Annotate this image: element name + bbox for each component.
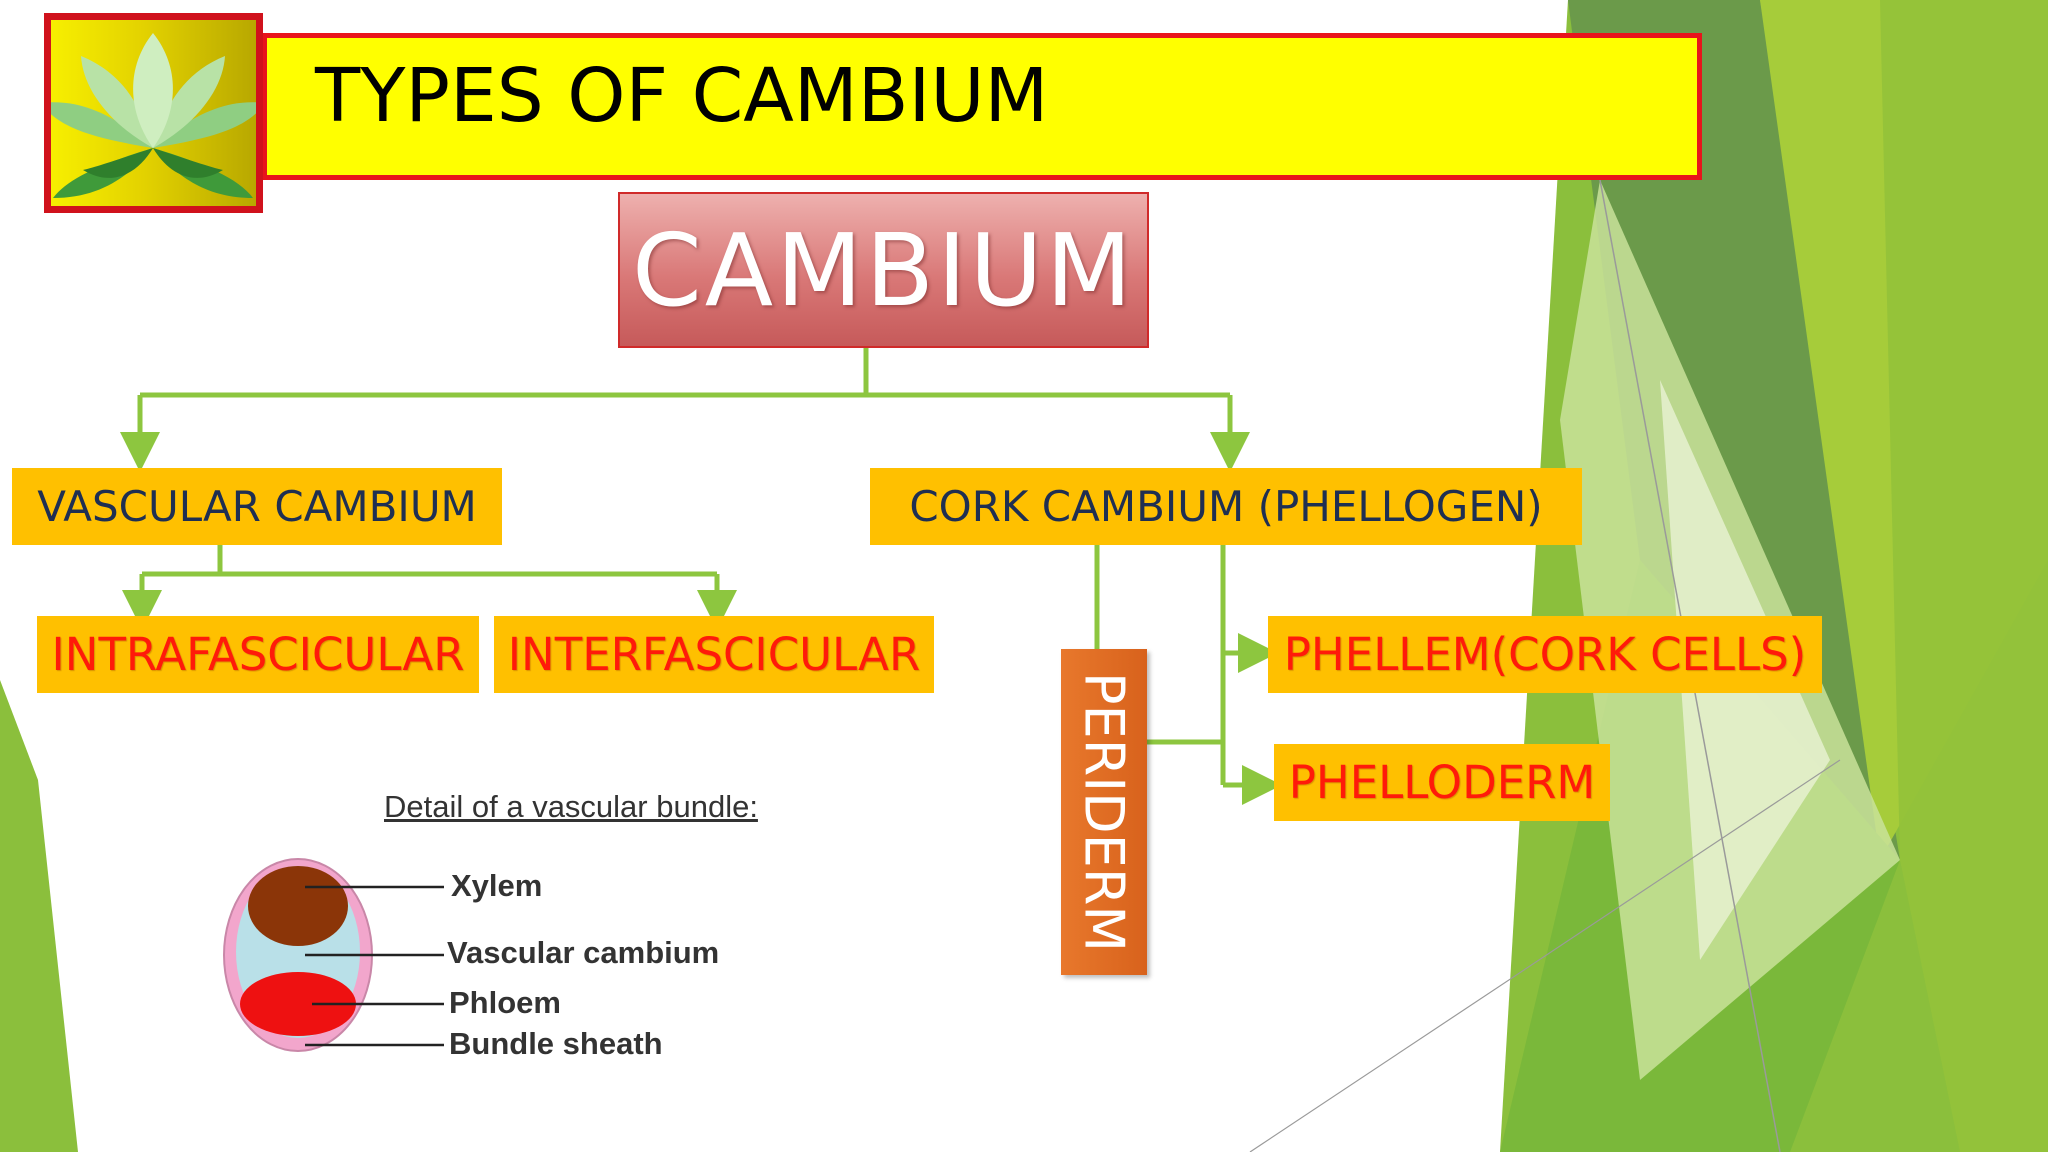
lotus-leaves-icon [51,33,256,198]
phellem-box: PHELLEM(CORK CELLS) [1268,616,1822,693]
interfascicular-box: INTERFASCICULAR [494,616,934,693]
vascular-cambium-part-label: Vascular cambium [447,935,720,970]
thin-line-b [1249,759,1841,1152]
xylem-label: Xylem [451,868,543,903]
intrafascicular-box: INTRAFASCICULAR [37,616,479,693]
title-bar [262,33,1702,180]
vascular-bundle-figure [223,858,444,1052]
phloem-shape [240,972,356,1036]
phelloderm-label: PHELLODERM [1288,756,1596,809]
phelloderm-box: PHELLODERM [1274,744,1610,821]
right-mid-facet [1880,0,2048,1152]
xylem-shape [248,866,348,946]
slide-title: TYPES OF CAMBIUM [315,53,1049,139]
intrafascicular-label: INTRAFASCICULAR [51,628,465,681]
phellem-label: PHELLEM(CORK CELLS) [1283,628,1807,681]
phloem-label: Phloem [449,985,561,1020]
bundle-sheath-label: Bundle sheath [449,1026,663,1061]
left-green-shape [0,680,78,1152]
cork-cambium-label: CORK CAMBIUM (PHELLOGEN) [909,482,1543,531]
vascular-cambium-box: VASCULAR CAMBIUM [12,468,502,545]
cork-cambium-box: CORK CAMBIUM (PHELLOGEN) [870,468,1582,545]
logo-box [44,13,263,213]
cambium-root-box: CAMBIUM [618,192,1149,348]
bundle-detail-title: Detail of a vascular bundle: [384,789,758,824]
periderm-box: PERIDERM [1061,649,1147,975]
periderm-label: PERIDERM [1072,672,1136,952]
vascular-cambium-label: VASCULAR CAMBIUM [37,482,477,531]
cambium-root-label: CAMBIUM [631,211,1136,329]
interfascicular-label: INTERFASCICULAR [507,628,921,681]
